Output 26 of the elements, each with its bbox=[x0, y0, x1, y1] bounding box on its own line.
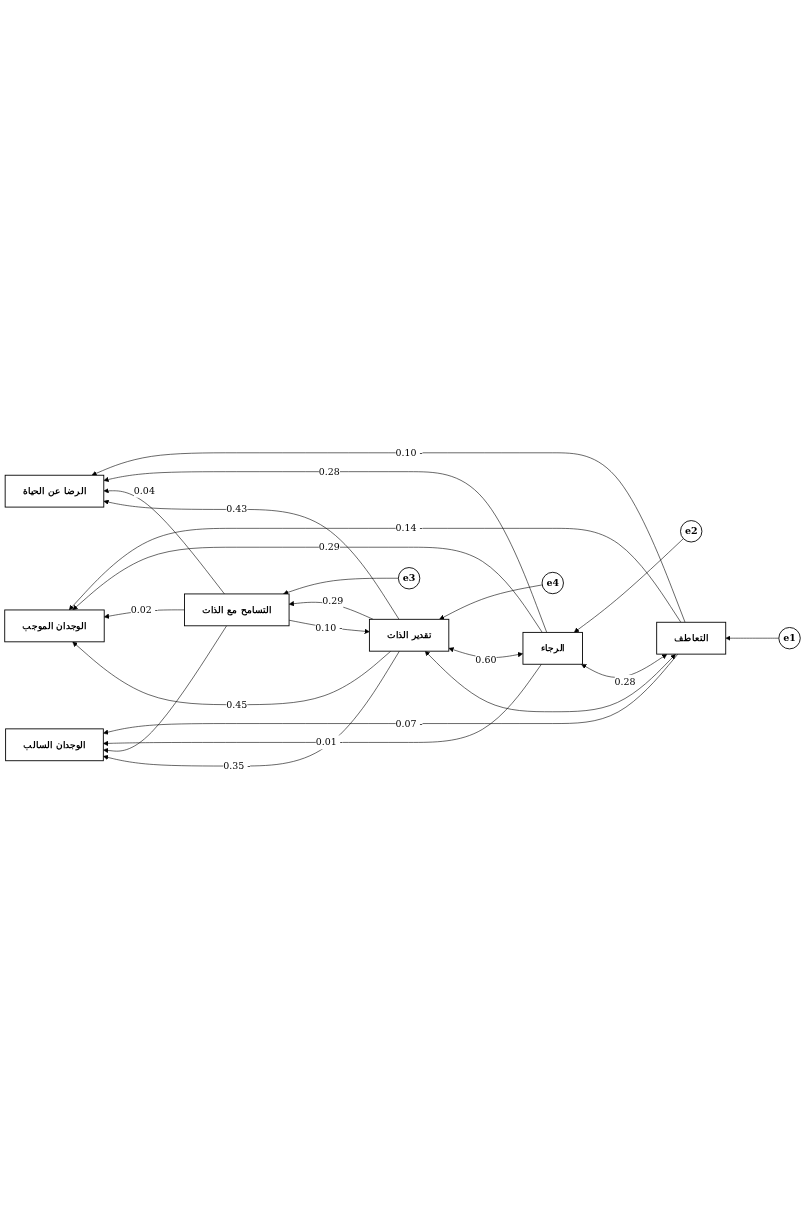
edge-label: 0.43 bbox=[226, 503, 248, 515]
edge-label: 0.10 - bbox=[395, 446, 423, 459]
edge-label: 0.29 bbox=[318, 541, 340, 553]
edge-label: 0.07 - bbox=[395, 717, 423, 729]
edge-label: 0.45 bbox=[226, 698, 248, 711]
edge-label: 0.28 bbox=[614, 676, 636, 688]
node-box: الرجاء bbox=[522, 632, 583, 665]
edge-label: 0.04 bbox=[133, 484, 155, 496]
node-circle: e1 bbox=[778, 627, 801, 650]
node-box: الرضا عن الحياة bbox=[4, 474, 105, 508]
node-box: التسامح مع الذات bbox=[184, 593, 290, 627]
edge-label: 0.60 bbox=[475, 654, 497, 666]
edge-label: 0.29 bbox=[322, 595, 344, 607]
node-box: التعاطف bbox=[656, 621, 727, 655]
edge-label: 0.10 - bbox=[315, 622, 343, 634]
edge-label: 0.14 - bbox=[395, 522, 423, 534]
node-circle: e2 bbox=[680, 520, 703, 543]
edge-label: 0.02 - bbox=[130, 604, 158, 616]
node-circle: e4 bbox=[541, 571, 564, 595]
node-box: الوجدان الموجب bbox=[4, 609, 105, 643]
node-box: الوجدان السالب bbox=[5, 728, 104, 762]
node-circle: e3 bbox=[397, 567, 421, 590]
edge-label: 0.01 - bbox=[315, 736, 343, 748]
edge-label: 0.35 - bbox=[223, 760, 251, 772]
edge-label: 0.28 bbox=[318, 465, 340, 478]
node-box: تقدير الذات bbox=[368, 618, 450, 652]
